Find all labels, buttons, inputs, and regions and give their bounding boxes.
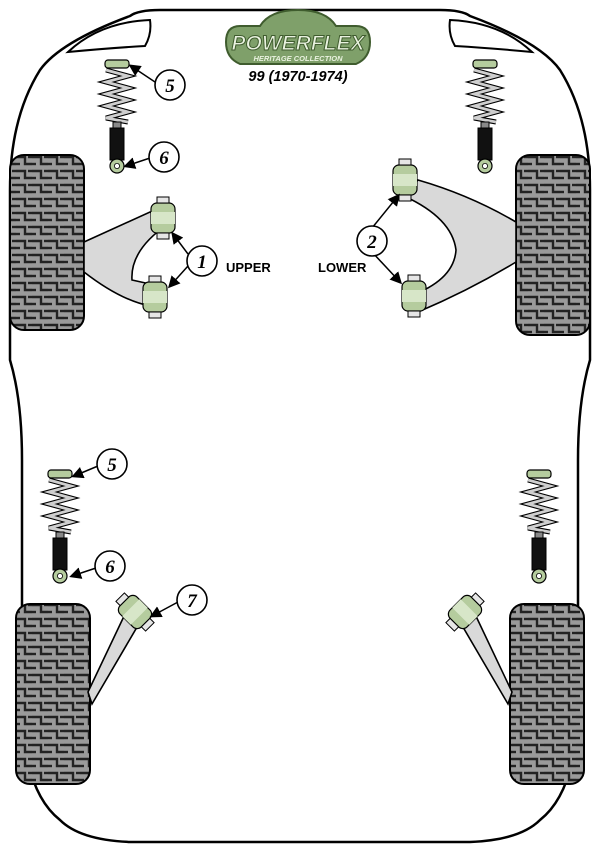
- callout-2: 2: [356, 225, 388, 257]
- callout-6-rear: 6: [94, 550, 126, 582]
- svg-text:7: 7: [187, 591, 198, 612]
- callout-5-front: 5: [154, 69, 186, 101]
- callout-5-rear: 5: [96, 448, 128, 480]
- front-right-arch: [448, 18, 535, 54]
- rear-right-wheel: [509, 603, 585, 785]
- svg-text:6: 6: [159, 148, 169, 169]
- callout-1: 1: [186, 245, 218, 277]
- front-right-spring-damper: [473, 60, 497, 173]
- svg-text:1: 1: [197, 252, 207, 273]
- powerflex-logo: POWERFLEX HERITAGE COLLECTION: [224, 8, 372, 65]
- lower-wishbone: [402, 179, 517, 314]
- front-right-wheel: [515, 154, 591, 336]
- rear-left-wheel: [15, 603, 91, 785]
- front-left-arch: [65, 18, 152, 54]
- callout-7: 7: [176, 584, 208, 616]
- lower-inner-bush-front: [392, 158, 418, 202]
- callout-arrows: [69, 64, 403, 618]
- callout-6-front: 6: [148, 141, 180, 173]
- svg-text:2: 2: [366, 232, 377, 253]
- front-left-spring-damper: [105, 60, 129, 173]
- front-left-wheel: [9, 154, 85, 331]
- lower-label: LOWER: [318, 260, 367, 275]
- rear-left-spring-damper: [48, 470, 72, 583]
- svg-text:6: 6: [105, 557, 115, 578]
- rear-right-spring-damper: [527, 470, 551, 583]
- upper-label: UPPER: [226, 260, 271, 275]
- svg-text:5: 5: [107, 455, 117, 476]
- upper-inner-bush-rear: [142, 275, 168, 319]
- car-body-outline: [8, 8, 592, 844]
- svg-text:5: 5: [165, 76, 175, 97]
- lower-inner-bush-rear: [401, 274, 427, 318]
- brand-tagline: HERITAGE COLLECTION: [253, 54, 343, 63]
- brand-name: POWERFLEX: [231, 32, 366, 55]
- upper-inner-bush-front: [150, 196, 176, 240]
- model-title: 99 (1970-1974): [248, 69, 347, 85]
